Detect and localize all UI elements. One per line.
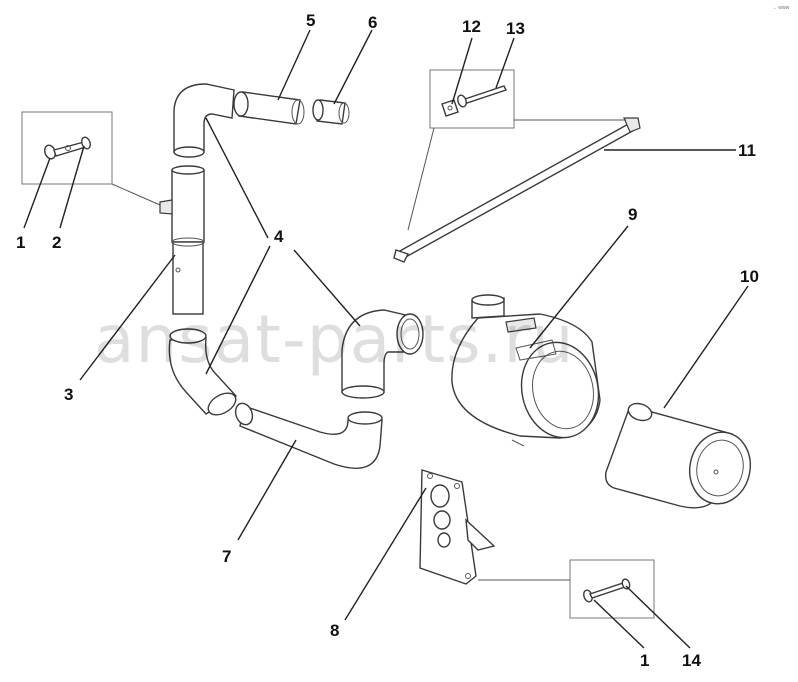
- lower-elbow-4-left: [168, 328, 238, 416]
- intake-pipe-3: [159, 165, 205, 315]
- mounting-strap-11: [393, 117, 641, 263]
- detail-frame-clamp-bolt: [429, 69, 515, 129]
- callout-13: 13: [506, 19, 525, 38]
- callout-14: 14: [682, 651, 701, 670]
- upper-elbow-4: [173, 83, 235, 158]
- bent-pipe-7: [234, 402, 383, 469]
- callout-8: 8: [330, 621, 339, 640]
- callout-12: 12: [462, 17, 481, 36]
- hose-6: [312, 99, 350, 125]
- callout-10: 10: [740, 267, 759, 286]
- callout-3: 3: [64, 385, 73, 404]
- callout-1-bottom: 1: [640, 651, 649, 670]
- callout-7: 7: [222, 547, 231, 566]
- leader-lines: [23, 29, 749, 649]
- callout-1-top: 1: [16, 233, 25, 252]
- bracket-plate-8: [419, 469, 496, 585]
- sleeve-5: [233, 91, 305, 125]
- middle-elbow-4-right: [341, 309, 424, 399]
- callout-labels: 1 2 3 4 5 6 7 8 9 10 11 12 13 1 14: [16, 11, 759, 670]
- callout-11: 11: [738, 141, 756, 160]
- air-filter-housing-9: [451, 294, 601, 447]
- callout-9: 9: [628, 205, 637, 224]
- corner-mark: → www: [772, 5, 790, 11]
- callout-4: 4: [274, 227, 284, 246]
- callout-6: 6: [368, 13, 377, 32]
- filter-element-10: [604, 402, 751, 509]
- callout-2: 2: [52, 233, 61, 252]
- callout-5: 5: [306, 11, 315, 30]
- watermark-text: ansat-parts.ru: [94, 301, 574, 378]
- detail-frame-bolt-clamp: [21, 111, 113, 185]
- detail-frame-bolt-nut: [569, 559, 655, 619]
